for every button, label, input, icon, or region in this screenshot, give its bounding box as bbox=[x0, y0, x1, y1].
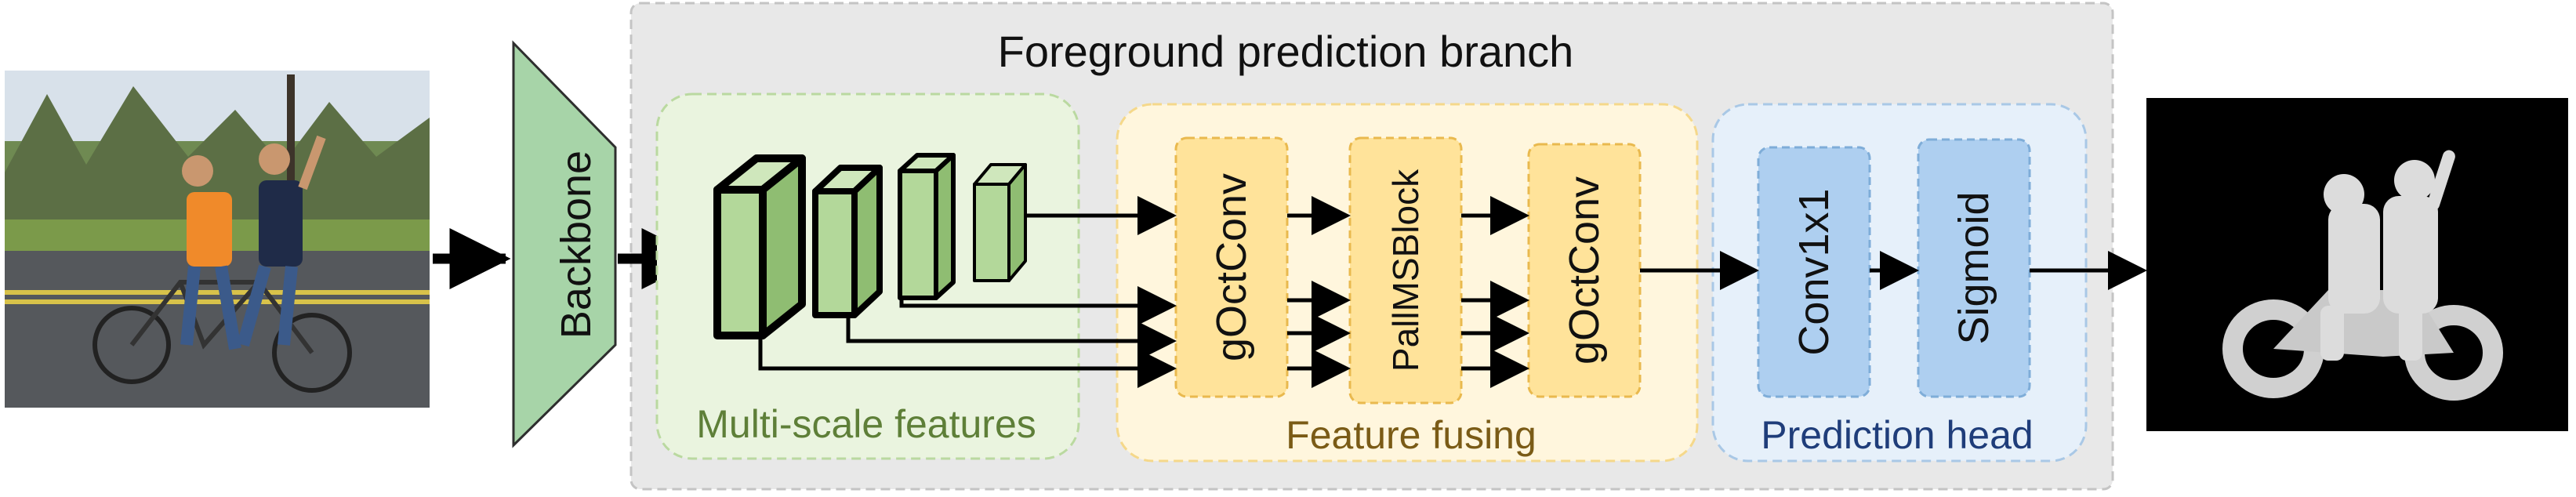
feature-fusing-label: Feature fusing bbox=[1286, 413, 1537, 457]
feature-cube-3 bbox=[898, 153, 956, 300]
feature-cube-1 bbox=[713, 154, 806, 339]
conv1x1-label: Conv1x1 bbox=[1791, 188, 1838, 355]
fusing-connections-2 bbox=[1461, 196, 1529, 388]
feature-cube-2 bbox=[812, 165, 883, 318]
pallmsblock-block bbox=[1348, 136, 1463, 404]
arrow-cube3-to-goctconv bbox=[899, 286, 1177, 325]
input-photo bbox=[5, 71, 430, 408]
goctconv-block-1 bbox=[1174, 136, 1289, 398]
arrow-cube2-to-goctconv bbox=[846, 314, 1177, 361]
sigmoid-label: Sigmoid bbox=[1950, 191, 1997, 344]
pallmsblock-label: PallMSBlock bbox=[1385, 169, 1426, 372]
backbone-label: Backbone bbox=[553, 151, 600, 339]
goctconv-block-2 bbox=[1527, 143, 1642, 398]
feature-cube-4 bbox=[973, 163, 1027, 282]
branch-title: Foreground prediction branch bbox=[998, 27, 1574, 76]
goctconv-label-2: gOctConv bbox=[1561, 176, 1608, 365]
multiscale-label: Multi-scale features bbox=[696, 402, 1036, 446]
backbone-block bbox=[512, 40, 617, 448]
feature-connections bbox=[758, 196, 1177, 388]
goctconv-label-1: gOctConv bbox=[1208, 173, 1255, 361]
prediction-head-label: Prediction head bbox=[1761, 413, 2033, 457]
fusing-connections-1 bbox=[1287, 196, 1351, 388]
arrow-cube1-to-goctconv bbox=[758, 336, 1177, 388]
output-mask bbox=[2146, 98, 2568, 431]
